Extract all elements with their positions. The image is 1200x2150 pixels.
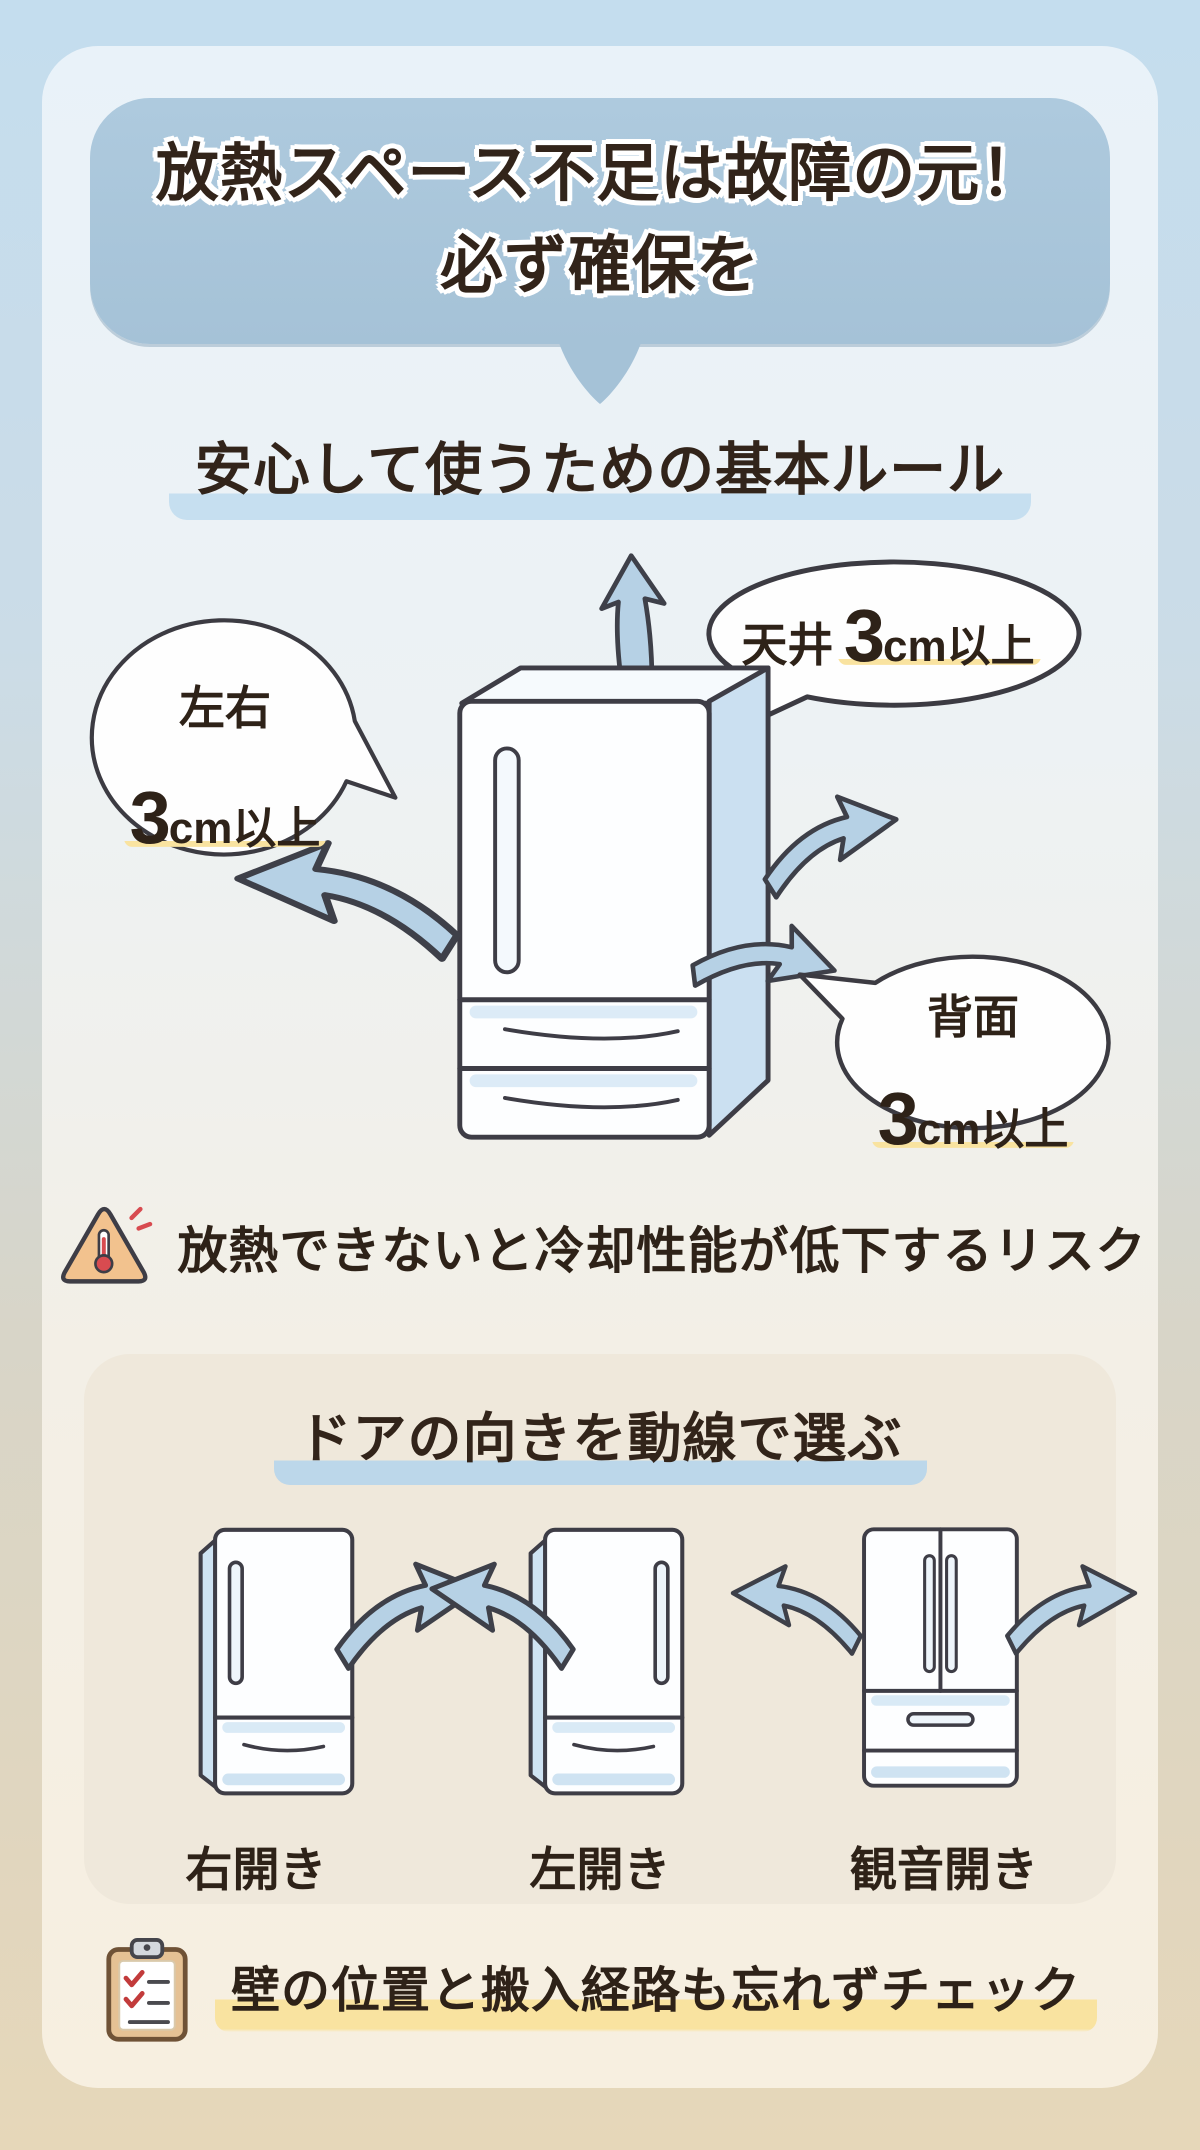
ceiling-value-highlight: 3cm以上 — [837, 594, 1041, 677]
french-left-arrow-icon — [730, 1564, 863, 1656]
ceiling-value: 3 — [843, 594, 885, 677]
banner-tail — [558, 340, 642, 404]
sides-value-highlight: 3cm以上 — [123, 776, 327, 859]
clearance-diagram: 天井 3cm以上 左右 3cm以上 — [42, 546, 1158, 1216]
back-unit: cm以上 — [916, 1105, 1069, 1154]
up-right-arrow-icon — [762, 794, 899, 900]
content-card: 放熱スペース不足は故障の元！ 必ず確保を 安心して使うための基本ルール 天井 3… — [42, 46, 1158, 2088]
sides-label: 左右 — [179, 682, 271, 734]
title-banner: 放熱スペース不足は故障の元！ 必ず確保を — [90, 98, 1110, 344]
fridge-right-open-illustration — [198, 1527, 355, 1796]
door-type-labels: 右開き 左開き 観音開き — [84, 1831, 1116, 1900]
back-right-arrow-icon — [690, 923, 837, 988]
door-type-illustrations — [84, 1507, 1138, 1819]
warning-row: 放熱できないと冷却性能が低下するリスク — [42, 1202, 1158, 1292]
back-value: 3 — [877, 1077, 919, 1160]
door-label-left-open: 左開き — [529, 1843, 671, 1896]
door-label-right-open: 右開き — [185, 1843, 327, 1896]
speech-bubble-sides — [89, 618, 398, 857]
ceiling-clearance-text: 天井 3cm以上 — [711, 586, 1071, 707]
speech-bubble-back — [797, 954, 1111, 1131]
fridge-french-door-illustration — [862, 1527, 1019, 1788]
fridge-left-open-illustration — [528, 1527, 685, 1796]
warning-thermometer-icon — [60, 1206, 152, 1284]
footer-note-row: 壁の位置と搬入経路も忘れずチェック — [42, 1938, 1158, 2045]
subtitle-row: 安心して使うための基本ルール — [42, 418, 1158, 520]
french-right-arrow-icon — [1005, 1564, 1138, 1656]
fridge-illustration — [457, 665, 771, 1140]
warning-text: 放熱できないと冷却性能が低下するリスク — [177, 1223, 1147, 1279]
door-section-title: ドアの向きを動線で選ぶ — [273, 1390, 927, 1485]
door-section-title-row: ドアの向きを動線で選ぶ — [84, 1390, 1116, 1485]
subtitle-text: 安心して使うための基本ルール — [168, 418, 1032, 520]
sides-unit: cm以上 — [168, 804, 321, 853]
back-clearance-text: 背面 3cm以上 — [828, 978, 1118, 1179]
door-direction-panel: ドアの向きを動線で選ぶ — [84, 1354, 1138, 1904]
back-value-highlight: 3cm以上 — [871, 1080, 1075, 1158]
footer-note-text: 壁の位置と搬入経路も忘れずチェック — [214, 1951, 1097, 2032]
left-arrow-icon — [234, 840, 461, 962]
banner-title-line1: 放熱スペース不足は故障の元！ — [155, 139, 1045, 209]
back-label: 背面 — [927, 991, 1019, 1043]
banner-title-line2: 必ず確保を — [440, 231, 760, 301]
open-left-arrow-icon — [429, 1561, 576, 1671]
clipboard-checklist-icon — [106, 1938, 188, 2042]
ceiling-unit: cm以上 — [883, 622, 1035, 671]
ceiling-label: 天井 — [741, 619, 834, 671]
sides-value: 3 — [129, 776, 171, 859]
sides-clearance-text: 左右 3cm以上 — [80, 664, 370, 883]
door-label-french-open: 観音開き — [850, 1843, 1038, 1896]
